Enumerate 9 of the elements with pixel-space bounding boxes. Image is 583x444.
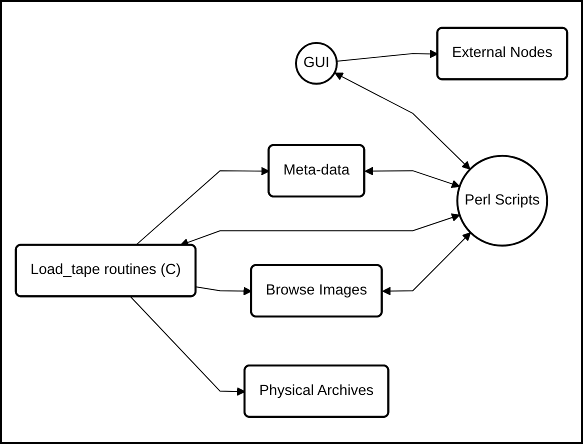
- arrow: [334, 72, 470, 170]
- arrow: [364, 166, 460, 188]
- node-circle: Perl Scripts: [456, 154, 548, 246]
- node-circle: GUI: [295, 42, 338, 84]
- arrow: [382, 232, 471, 296]
- arrow: [196, 286, 252, 296]
- arrow: [336, 49, 438, 62]
- arrow: [135, 166, 270, 246]
- arrow: [130, 296, 246, 396]
